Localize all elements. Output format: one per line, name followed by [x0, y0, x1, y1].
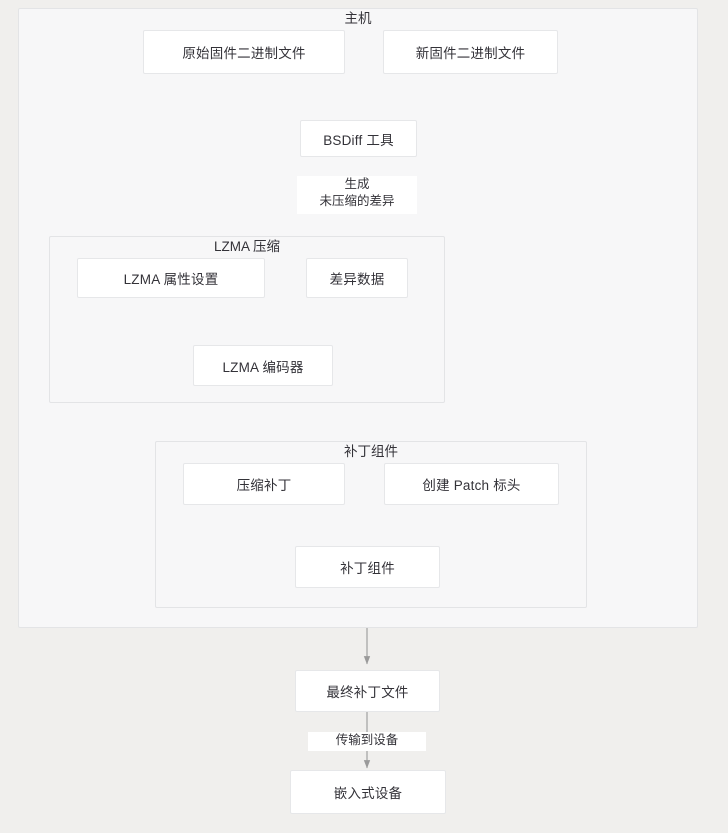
node-lzma-encoder-label: LZMA 编码器: [222, 359, 304, 375]
node-original-firmware-label: 原始固件二进制文件: [182, 46, 306, 61]
node-embedded-device[interactable]: 嵌入式设备: [290, 770, 446, 814]
cluster-host-label: 主机: [344, 11, 372, 26]
node-lzma-properties[interactable]: LZMA 属性设置: [77, 258, 265, 298]
node-bsdiff-tool-label: BSDiff 工具: [323, 132, 394, 148]
node-final-patch-file[interactable]: 最终补丁文件: [295, 670, 440, 712]
node-patch-components[interactable]: 补丁组件: [295, 546, 440, 588]
edge-label-generate-uncompressed-diff: 生成 未压缩的差异: [297, 176, 417, 214]
node-create-patch-header-label: 创建 Patch 标头: [422, 478, 521, 493]
node-lzma-encoder[interactable]: LZMA 编码器: [193, 345, 333, 386]
node-bsdiff-tool[interactable]: BSDiff 工具: [300, 120, 417, 157]
cluster-patch-components-label: 补丁组件: [344, 444, 398, 459]
node-embedded-device-label: 嵌入式设备: [333, 786, 403, 801]
node-new-firmware[interactable]: 新固件二进制文件: [383, 30, 558, 74]
node-patch-components-label: 补丁组件: [340, 561, 395, 576]
node-compressed-patch-label: 压缩补丁: [236, 478, 292, 493]
node-lzma-properties-label: LZMA 属性设置: [123, 272, 219, 287]
node-new-firmware-label: 新固件二进制文件: [415, 46, 526, 61]
edge-label-transfer-to-device: 传输到设备: [308, 732, 426, 751]
node-original-firmware[interactable]: 原始固件二进制文件: [143, 30, 345, 74]
node-compressed-patch[interactable]: 压缩补丁: [183, 463, 345, 505]
node-diff-data[interactable]: 差异数据: [306, 258, 408, 298]
cluster-lzma-compression-label: LZMA 压缩: [213, 239, 280, 254]
node-final-patch-file-label: 最终补丁文件: [326, 685, 409, 700]
node-create-patch-header[interactable]: 创建 Patch 标头: [384, 463, 559, 505]
node-diff-data-label: 差异数据: [329, 272, 385, 287]
